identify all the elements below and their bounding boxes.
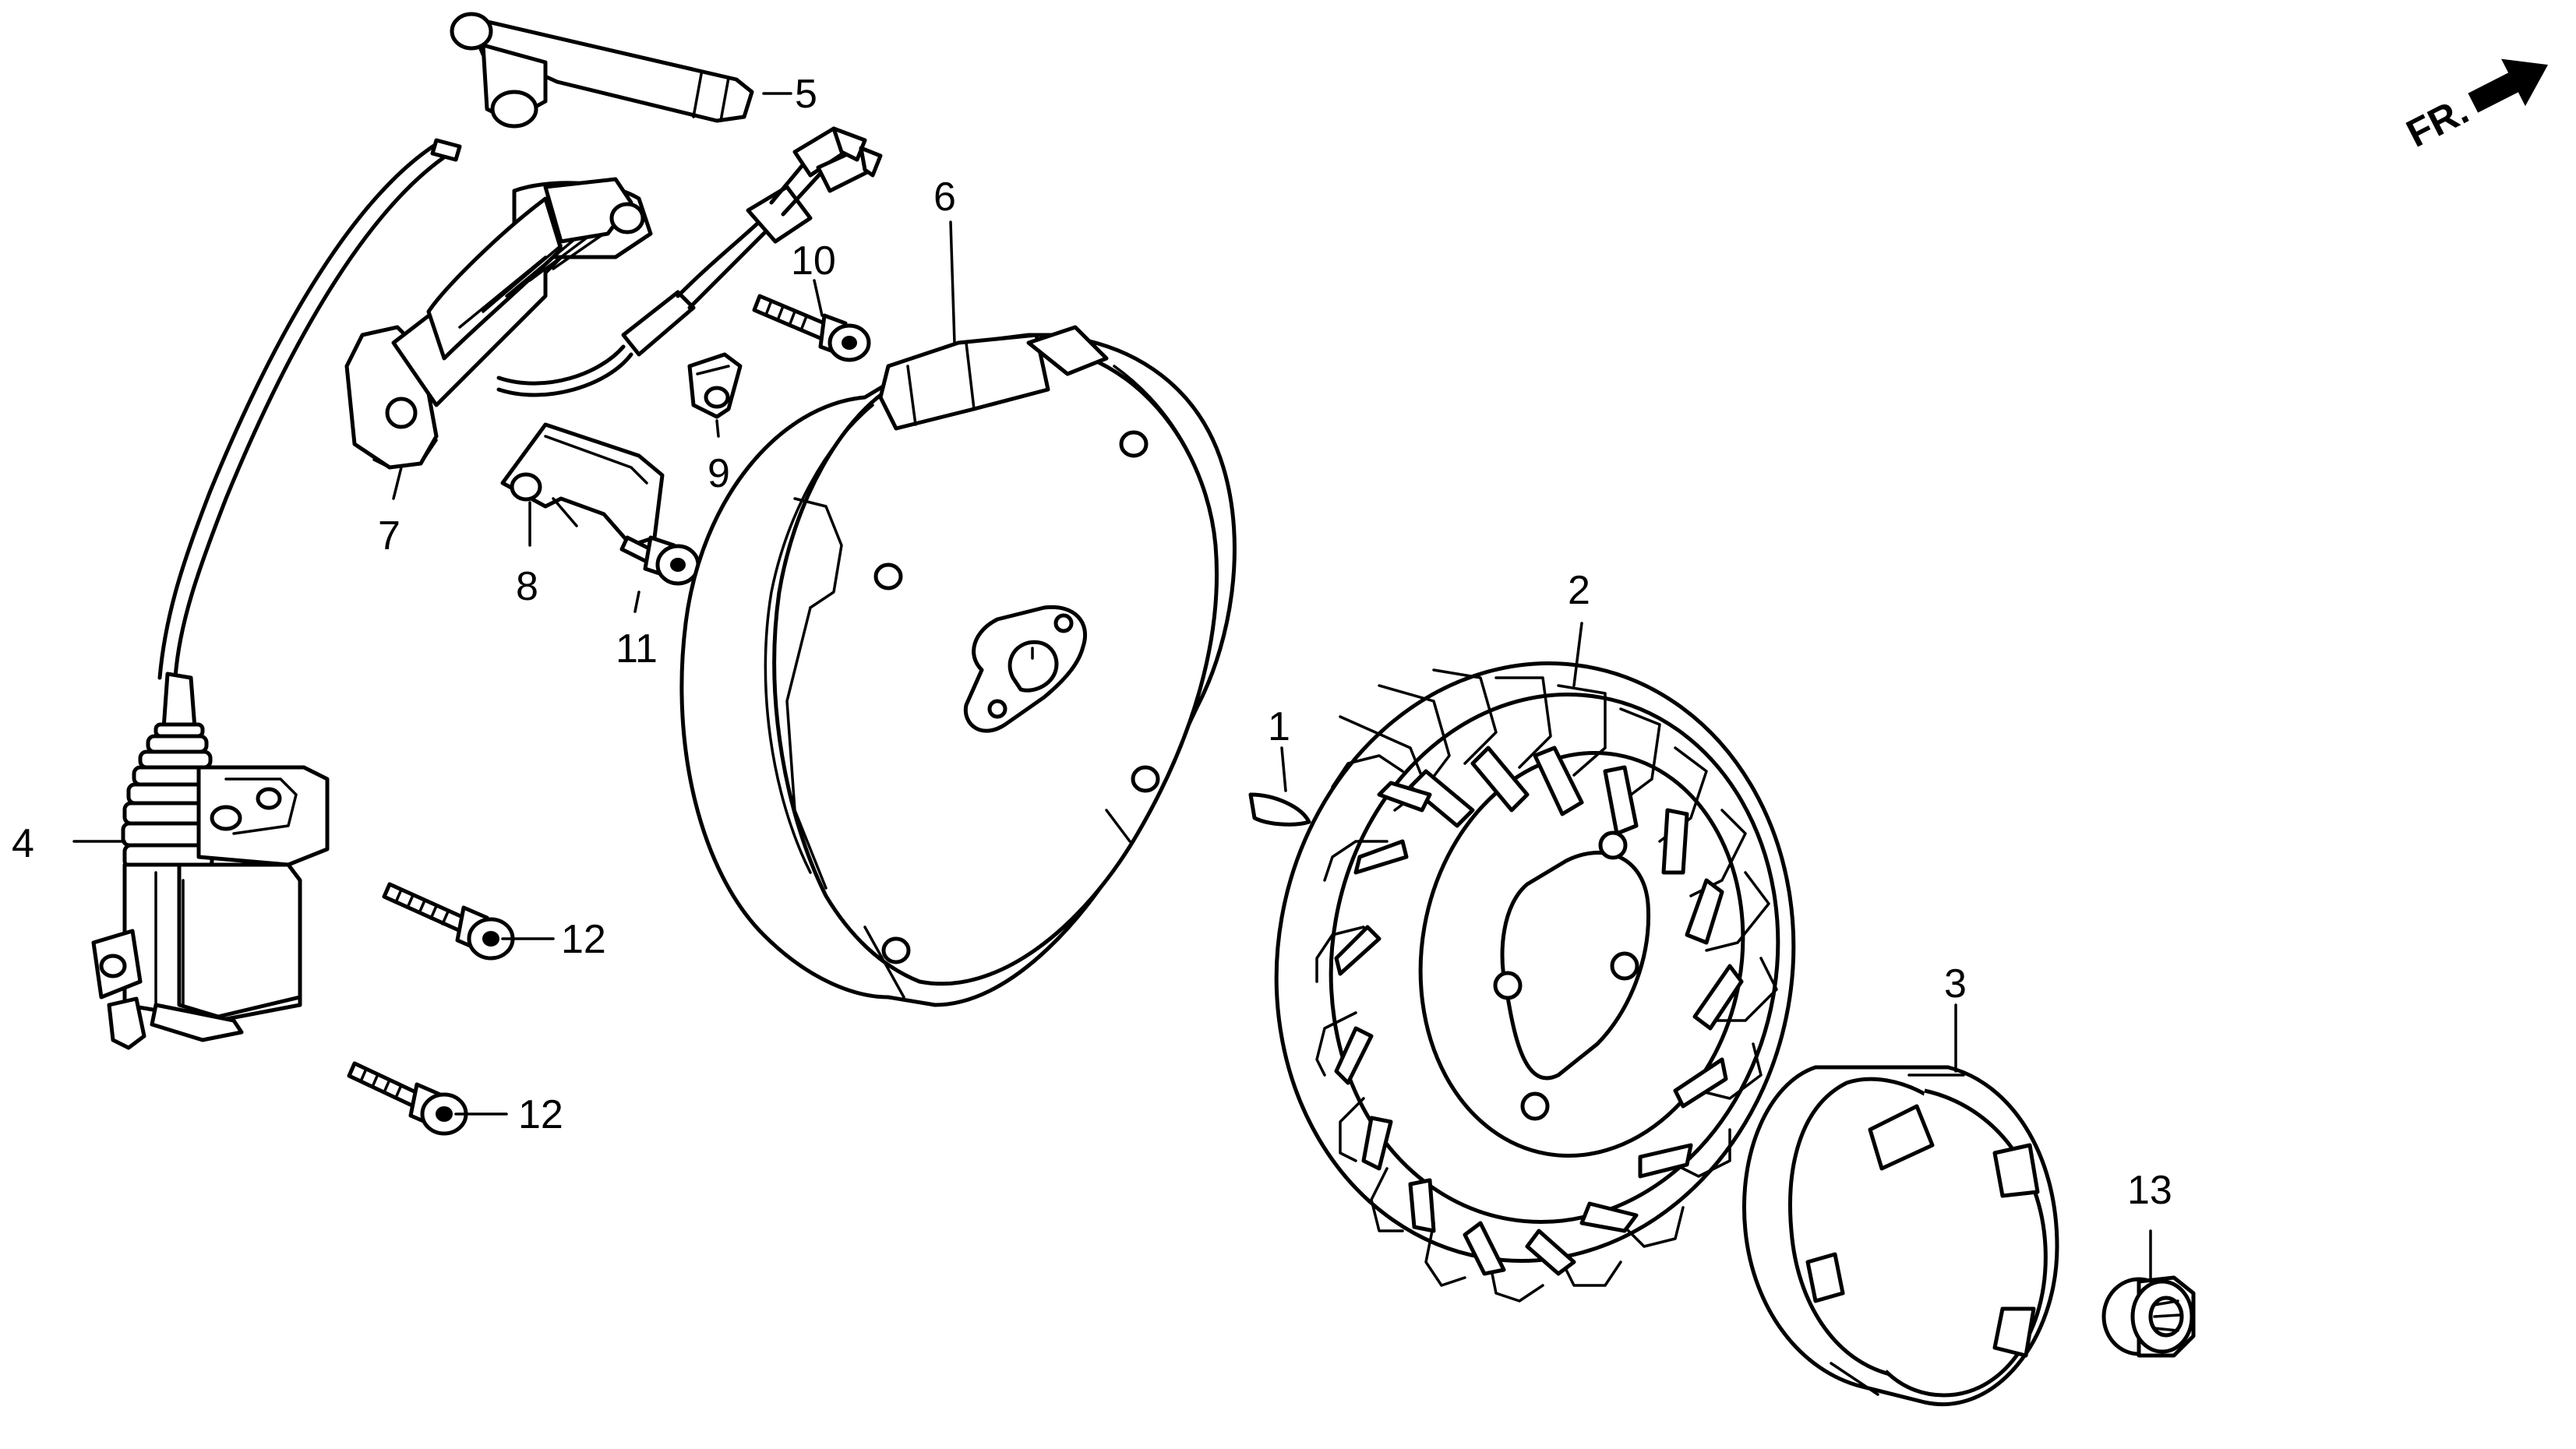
leader-lines [72, 92, 2152, 1283]
front-direction-indicator: FR. [2400, 58, 2549, 156]
wire-clip [687, 352, 743, 419]
callout-8: 8 [516, 564, 538, 609]
callout-1: 1 [1268, 704, 1290, 749]
callout-13: 13 [2127, 1168, 2172, 1213]
ignition-coil [91, 672, 330, 1050]
callout-4: 4 [12, 821, 34, 866]
callout-7: 7 [378, 513, 401, 559]
exciter-coil [344, 177, 653, 470]
callout-6: 6 [933, 175, 956, 220]
callout-5: 5 [795, 72, 817, 117]
callout-10: 10 [791, 238, 836, 284]
coil-bracket [500, 422, 665, 548]
fan-cover [679, 325, 1237, 1007]
front-arrow-icon [2468, 58, 2549, 113]
callout-12-upper: 12 [561, 917, 606, 962]
callout-11: 11 [616, 626, 658, 672]
starter-pulley [1741, 1065, 2059, 1406]
cooling-fan [1274, 661, 1796, 1303]
fr-label: FR. [2400, 88, 2475, 155]
bolt-12-lower [347, 1061, 468, 1136]
spark-plug-cap [450, 12, 754, 129]
exciter-coil-leads [496, 126, 883, 397]
callout-12-lower: 12 [518, 1092, 563, 1137]
callout-2: 2 [1568, 568, 1590, 613]
ignition-wire [157, 138, 462, 680]
callout-labels: 1 2 3 4 5 6 7 8 9 10 11 12 12 13 [12, 72, 2172, 1213]
bolt-11 [619, 535, 700, 586]
callout-3: 3 [1944, 961, 1967, 1007]
bolt-10 [752, 294, 871, 362]
flange-nut [2101, 1275, 2196, 1358]
callout-9: 9 [708, 451, 730, 496]
bolt-12-upper [382, 882, 515, 961]
woodruff-key [1248, 792, 1311, 827]
